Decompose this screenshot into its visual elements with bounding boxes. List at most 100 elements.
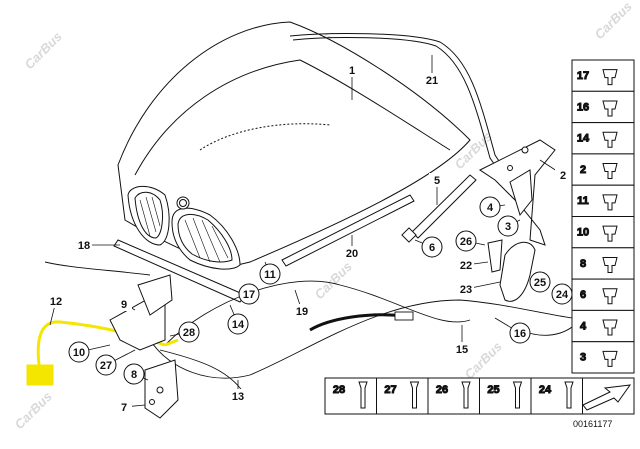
side-panel-cell-box [571,216,635,249]
callout-label: 17 [243,289,255,301]
bottom-panel-cell: 26 [427,377,480,415]
seals [113,194,415,303]
bottom-panel-cell-box [479,377,532,415]
callout-10: 10 [68,341,111,363]
side-panel-label: 2 [580,164,586,176]
callout-label: 21 [426,75,438,87]
bottom-panel-cell: 27 [376,377,429,415]
bottom-panel-label: 27 [384,384,396,396]
callout-bg [555,168,571,182]
callout-13: 13 [230,380,246,403]
callout-4: 4 [479,196,506,218]
latch-assembly [109,274,179,419]
fastener-sketch [512,381,523,409]
side-panel-cell: 8 [571,247,635,280]
callout-label: 25 [534,277,546,289]
callout-bg [294,304,310,318]
callout-label: 5 [434,175,440,187]
callout-15: 15 [454,325,470,356]
side-panel-cell: 3 [571,341,635,374]
bottom-panel-label: 26 [436,384,448,396]
callout-28: 28 [169,321,200,343]
fastener-sketch [602,69,618,86]
callout-bg [344,63,360,77]
callout-circle [421,236,443,258]
callout-label: 9 [121,299,127,311]
callout-circle [529,271,551,293]
fastener-sketch [358,381,368,409]
side-panel-cell: 16 [571,90,635,124]
callout-label: 8 [131,369,137,381]
bottom-panel-label: 25 [487,384,499,396]
callout-label: 28 [183,327,195,339]
side-panel-label: 3 [580,352,586,364]
side-panel-cell-box [571,59,635,92]
diagram-number: 00161177 [573,419,612,429]
callout-label: 19 [296,306,308,318]
bottom-panel: 28 27 26 25 24 [324,377,635,415]
callout-12: 12 [48,294,64,326]
seal-strip-21 [289,33,506,173]
watermark: CarBus [12,389,55,432]
side-panel-label: 17 [577,70,589,82]
callout-label: 18 [78,240,90,252]
callout-label: 20 [346,248,358,260]
fastener-sketch [602,100,618,117]
callout-1: 1 [344,63,360,100]
callout-label: 13 [232,391,244,403]
side-panel-cell-box [571,153,635,186]
callout-label: 3 [505,221,511,233]
callout-label: 24 [556,289,569,301]
side-panel-label: 11 [577,195,589,207]
callout-22: 22 [458,258,489,272]
fastener-sketch [602,256,618,273]
bottom-panel-cell: 24 [530,377,583,415]
callout-circle [497,215,519,237]
bottom-panel-label: 28 [333,384,345,396]
callout-bg [76,238,92,252]
callout-2: 2 [539,159,571,182]
callout-21: 21 [424,55,440,87]
callout-bg [116,297,132,311]
side-panel-cell-box [571,184,635,217]
callout-circle [95,354,117,376]
callout-7: 7 [116,400,146,414]
callout-23: 23 [458,281,501,296]
callout-label: 16 [514,328,526,340]
callout-14: 14 [227,304,249,335]
fastener-sketch [602,288,618,305]
callout-circle [509,322,531,344]
callout-circle [227,313,249,335]
callout-circle [123,363,145,385]
side-panel-cell: 6 [571,278,635,311]
fastener-sketch [602,163,618,180]
callout-label: 23 [460,284,472,296]
callout-label: 22 [460,260,472,272]
fastener-sketch [602,350,618,367]
callout-18: 18 [76,238,120,252]
callout-label: 14 [232,319,245,331]
side-panel-cell-box [571,341,635,374]
callout-3: 3 [497,215,521,237]
callout-6: 6 [414,236,443,258]
side-panel-label: 16 [577,101,589,113]
callout-16: 16 [494,317,531,344]
callout-label: 1 [349,65,355,77]
side-panel-cell: 11 [571,184,635,217]
callout-circle [68,341,90,363]
bottom-panel-cell: 28 [324,377,377,415]
callout-label: 27 [100,360,112,372]
callout-19: 19 [294,289,310,318]
side-panel-cell: 10 [571,216,635,249]
callout-label: 12 [50,296,62,308]
callout-bg [458,282,474,296]
callout-bg [458,258,474,272]
callout-label: 7 [121,402,127,414]
callout-bg [429,173,445,187]
side-panel-cell: 2 [571,153,635,186]
fastener-sketch [461,381,471,409]
side-panel-label: 4 [580,320,587,332]
callout-26: 26 [455,230,486,252]
